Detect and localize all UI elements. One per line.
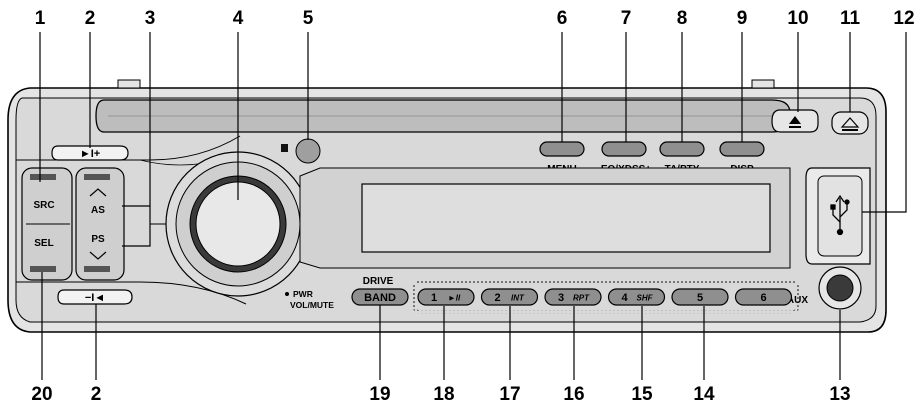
eject-icon (789, 116, 801, 124)
preset-button-6[interactable]: 6 (734, 288, 793, 306)
callout-16: 16 (563, 384, 584, 405)
chevron-down-icon (89, 251, 107, 260)
preset-number-3: 3 (558, 292, 564, 304)
preset-tag-3: RPT (573, 294, 590, 303)
left-panel-curve (16, 135, 241, 161)
callout-numbers: 1 2 3 4 5 6 7 8 9 10 11 12 13 14 15 16 1… (31, 8, 914, 405)
eq-xdss-button[interactable] (601, 141, 647, 157)
release-icon (840, 117, 860, 128)
preset-buttons: 1 ►II 2 INT 3 RPT 4 SHF 5 6 (417, 288, 793, 306)
preset-number-6: 6 (760, 292, 766, 304)
sel-label: SEL (34, 238, 53, 249)
prev-button[interactable]: −I◄ (57, 289, 133, 305)
ta-pty-button[interactable] (659, 141, 705, 157)
pwr-dot (285, 292, 289, 296)
callout-6: 6 (557, 8, 568, 29)
aux-jack[interactable] (818, 266, 862, 310)
usb-icon (830, 194, 850, 236)
preset-button-2[interactable]: 2 INT (480, 288, 539, 306)
callout-18: 18 (433, 384, 454, 405)
preset-number-1: 1 (431, 292, 437, 304)
callout-11: 11 (840, 8, 861, 29)
pwr-label: PWR (293, 289, 313, 299)
preset-number-4: 4 (621, 292, 628, 304)
band-label: BAND (364, 292, 396, 304)
callout-20: 20 (31, 384, 52, 405)
release-button[interactable] (831, 111, 869, 135)
callout-lines (39, 32, 907, 380)
src-indicator (30, 174, 56, 180)
vol-mute-label: VOL/MUTE (290, 300, 334, 310)
preset-number-2: 2 (494, 292, 500, 304)
preset-tag-1: ►II (448, 294, 461, 303)
preset-dotted-area (412, 280, 800, 314)
callout-4: 4 (233, 8, 244, 29)
callout-15: 15 (631, 384, 653, 405)
src-label: SRC (33, 200, 54, 211)
ps-indicator (84, 266, 110, 272)
callout-9: 9 (737, 8, 748, 29)
preset-button-4[interactable]: 4 SHF (607, 288, 666, 306)
src-sel-rocker[interactable]: SRC SEL (21, 167, 73, 281)
callout-12: 12 (893, 8, 914, 29)
as-label: AS (91, 205, 105, 216)
display-window (299, 167, 791, 269)
preset-button-5[interactable]: 5 (671, 288, 729, 306)
preset-button-3[interactable]: 3 RPT (544, 288, 602, 306)
callout-3: 3 (145, 8, 156, 29)
play-next-button[interactable]: ►I+ (51, 145, 129, 161)
preset-tag-2: INT (511, 294, 525, 303)
callout-1: 1 (35, 8, 46, 29)
ps-label: PS (91, 234, 105, 245)
sel-indicator (30, 266, 56, 272)
disp-button[interactable] (719, 141, 765, 157)
preset-number-5: 5 (697, 292, 703, 304)
callout-10: 10 (787, 8, 808, 29)
callout-8: 8 (677, 8, 688, 29)
as-ps-rocker[interactable]: AS PS (75, 167, 125, 281)
volume-knob[interactable] (150, 151, 326, 297)
preset-button-1[interactable]: 1 ►II (417, 288, 475, 306)
prev-label: −I◄ (85, 292, 105, 304)
callout-13: 13 (829, 384, 850, 405)
menu-button[interactable] (539, 141, 585, 157)
preset-tag-4: SHF (637, 294, 654, 303)
chevron-up-icon (89, 188, 107, 197)
callout-14: 14 (693, 384, 715, 405)
callout-5: 5 (303, 8, 314, 29)
callout-2-top: 2 (85, 8, 96, 29)
callout-2-bottom: 2 (91, 384, 102, 405)
callout-17: 17 (499, 384, 520, 405)
callout-7: 7 (621, 8, 632, 29)
band-button[interactable]: BAND (351, 288, 409, 306)
play-next-label: ►I+ (80, 148, 100, 160)
usb-port-cover[interactable] (805, 167, 871, 265)
as-indicator (84, 174, 110, 180)
callout-19: 19 (369, 384, 390, 405)
cd-slot (95, 99, 791, 133)
drive-label: DRIVE (363, 276, 394, 287)
eject-button[interactable] (771, 109, 819, 133)
